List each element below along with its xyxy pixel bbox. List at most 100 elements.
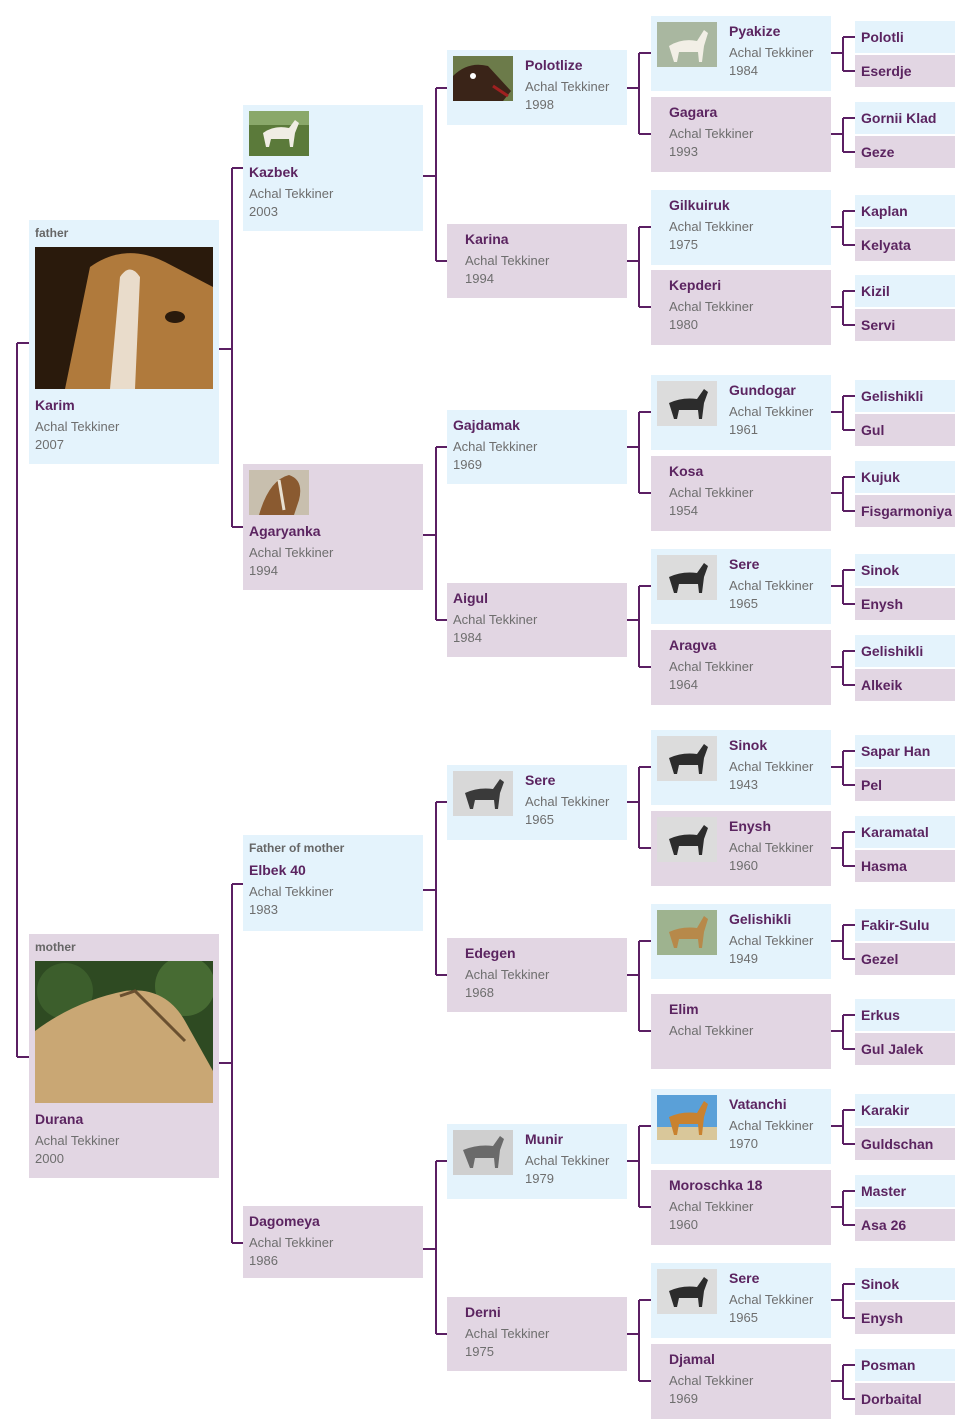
granddam-paternal-card[interactable]: Agaryanka Achal Tekkiner 1994 [243, 464, 423, 590]
g3-card[interactable]: Edegen Achal Tekkiner 1968 [447, 938, 627, 1012]
grandsire-paternal-card[interactable]: Kazbek Achal Tekkiner 2003 [243, 105, 423, 231]
g5-card[interactable]: Erkus [855, 999, 955, 1031]
horse-breed: Achal Tekkiner [669, 219, 754, 234]
horse-name: Sapar Han [861, 743, 931, 759]
horse-breed: Achal Tekkiner [729, 840, 814, 855]
g5-card[interactable]: Pel [855, 769, 955, 801]
horse-name: Sinok [729, 737, 768, 753]
horse-year: 1949 [729, 951, 758, 966]
father-card[interactable]: father Karim Achal Tekkiner 2007 [29, 220, 219, 464]
g5-card[interactable]: Kelyata [855, 229, 955, 261]
g3-card[interactable]: Aigul Achal Tekkiner 1984 [447, 583, 627, 657]
g5-card[interactable]: Dorbaital [855, 1383, 955, 1415]
dark-head-photo [453, 56, 513, 101]
horse-name: Posman [861, 1357, 916, 1373]
bw-horse-photo [657, 381, 717, 426]
g5-card[interactable]: Gul Jalek [855, 1033, 955, 1065]
mother-photo [35, 961, 213, 1103]
g5-card[interactable]: Gelishikli [855, 635, 955, 667]
g5-card[interactable]: Guldschan [855, 1128, 955, 1160]
horse-year: 1975 [465, 1344, 494, 1359]
g5-card[interactable]: Fakir-Sulu [855, 909, 955, 941]
horse-name: Aigul [453, 590, 488, 606]
horse-breed: Achal Tekkiner [669, 1199, 754, 1214]
mother-name: Durana [35, 1111, 84, 1127]
g5-card[interactable]: Polotli [855, 21, 955, 53]
g5-card[interactable]: Kujuk [855, 461, 955, 493]
g5-card[interactable]: Gornii Klad [855, 102, 955, 134]
g5-card[interactable]: Geze [855, 136, 955, 168]
mother-card[interactable]: mother Durana Achal Tekkiner 2000 [29, 934, 219, 1178]
g5-card[interactable]: Sinok [855, 554, 955, 586]
bw-horse-photo [453, 1130, 513, 1175]
g5-card[interactable]: Karakir [855, 1094, 955, 1126]
g3-card[interactable]: Derni Achal Tekkiner 1975 [447, 1297, 627, 1371]
g5-card[interactable]: Posman [855, 1349, 955, 1381]
horse-year: 1969 [453, 457, 482, 472]
g5-card[interactable]: Karamatal [855, 816, 955, 848]
bw-horse-photo [657, 817, 717, 862]
g5-card[interactable]: Sapar Han [855, 735, 955, 767]
horse-breed: Achal Tekkiner [453, 612, 538, 627]
grandsire-maternal-card[interactable]: Father of mother Elbek 40 Achal Tekkiner… [243, 835, 423, 931]
father-name: Karim [35, 397, 75, 413]
horse-name: Sinok [861, 562, 900, 578]
g5-card[interactable]: Sinok [855, 1268, 955, 1300]
horse-year: 1960 [729, 858, 758, 873]
horse-name: Aragva [669, 637, 717, 653]
horse-name: Vatanchi [729, 1096, 787, 1112]
horse-name: Gelishikli [729, 911, 792, 927]
horse-year: 1980 [669, 317, 698, 332]
horse-year: 1968 [465, 985, 494, 1000]
g3-card[interactable]: Polotlize Achal Tekkiner 1998 [447, 50, 627, 125]
bw-horse-photo [657, 736, 717, 781]
g5-card[interactable]: Hasma [855, 850, 955, 882]
g5-card[interactable]: Kaplan [855, 195, 955, 227]
g5-card[interactable]: Alkeik [855, 669, 955, 701]
mother-year: 2000 [35, 1151, 64, 1166]
horse-name: Sere [525, 772, 556, 788]
g5-card[interactable]: Fisgarmoniya [855, 495, 955, 527]
g3-card[interactable]: Gajdamak Achal Tekkiner 1969 [447, 410, 627, 484]
golden-horse-sky-photo [657, 1095, 717, 1140]
horse-name: Djamal [669, 1351, 715, 1367]
horse-year: 1998 [525, 97, 554, 112]
horse-breed: Achal Tekkiner [729, 578, 814, 593]
horse-year: 1965 [729, 1310, 758, 1325]
g5-card[interactable]: Enysh [855, 1302, 955, 1334]
granddam-maternal-card[interactable]: Dagomeya Achal Tekkiner 1986 [243, 1206, 423, 1278]
g5-card[interactable]: Master [855, 1175, 955, 1207]
g5-card[interactable]: Kizil [855, 275, 955, 307]
g5-card[interactable]: Asa 26 [855, 1209, 955, 1241]
horse-name: Gelishikli [861, 643, 924, 659]
g3-card[interactable]: Munir Achal Tekkiner 1979 [447, 1124, 627, 1199]
horse-year: 1961 [729, 422, 758, 437]
g5-card[interactable]: Servi [855, 309, 955, 341]
g5-card[interactable]: Gezel [855, 943, 955, 975]
g5-card[interactable]: Enysh [855, 588, 955, 620]
horse-breed: Achal Tekkiner [729, 1292, 814, 1307]
horse-year: 1975 [669, 237, 698, 252]
g5-card[interactable]: Gelishikli [855, 380, 955, 412]
g5-card[interactable]: Gul [855, 414, 955, 446]
g3-card[interactable]: Karina Achal Tekkiner 1994 [447, 224, 627, 298]
g3-card[interactable]: Sere Achal Tekkiner 1965 [447, 765, 627, 840]
horse-name: Kosa [669, 463, 704, 479]
g5-card[interactable]: Eserdje [855, 55, 955, 87]
